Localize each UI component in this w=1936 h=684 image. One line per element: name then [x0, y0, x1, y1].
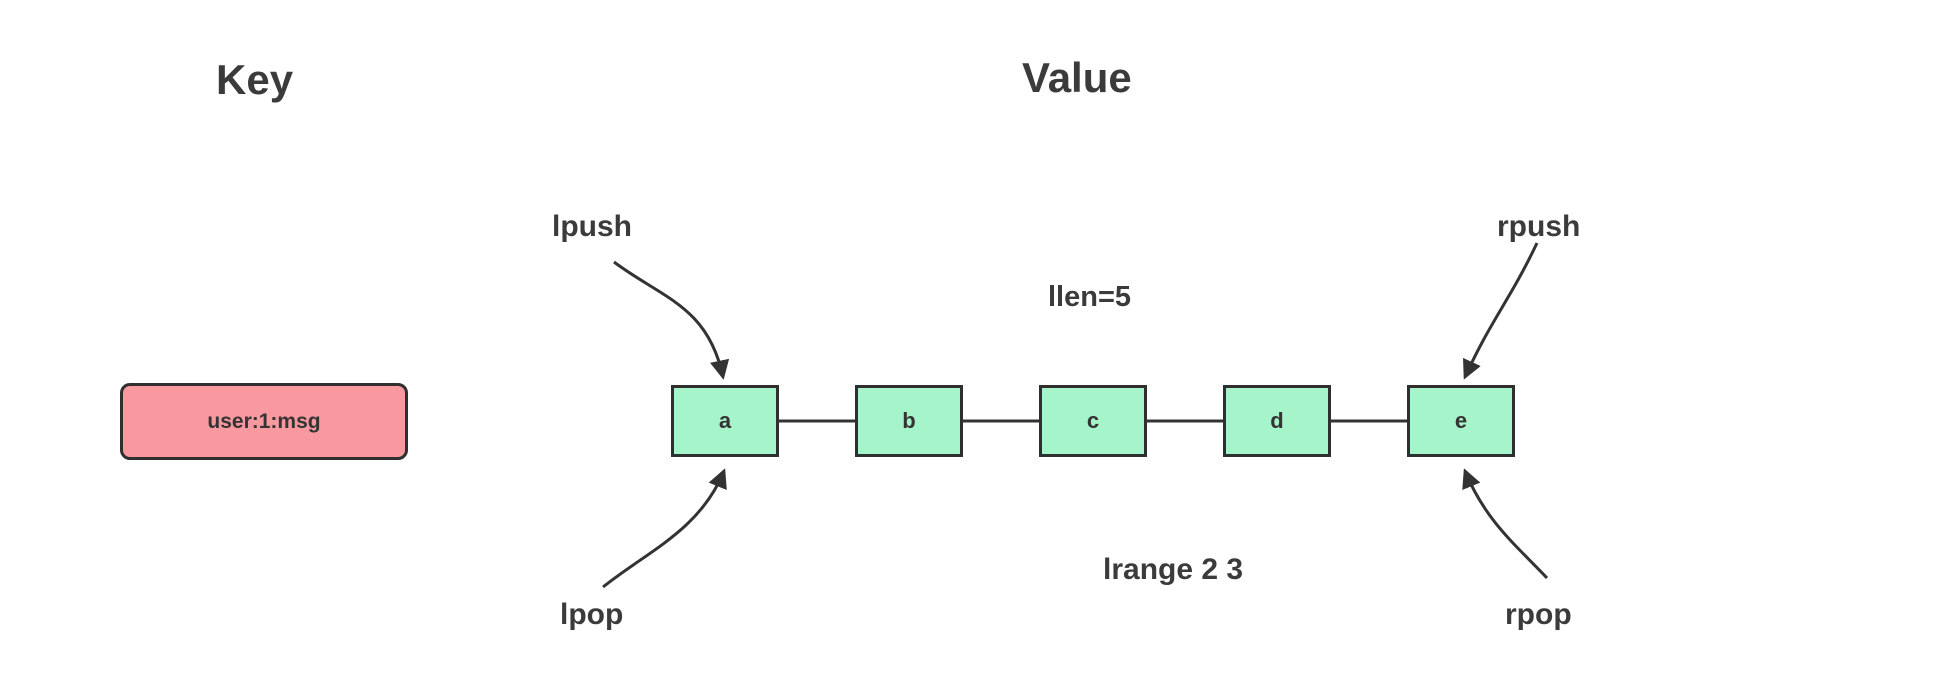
list-node-c-label: c — [1086, 408, 1100, 433]
list-node-b: b — [855, 385, 963, 457]
list-node-d: d — [1223, 385, 1331, 457]
list-node-a-label: a — [718, 408, 732, 433]
lpop-label: lpop — [560, 598, 624, 631]
lpush-arrow — [613, 260, 730, 380]
list-node-a: a — [671, 385, 779, 457]
key-node-label: user:1:msg — [207, 409, 321, 433]
rpush-arrow — [1463, 242, 1539, 380]
list-node-b-label: b — [902, 408, 916, 433]
key-node: user:1:msg — [120, 383, 408, 460]
rpush-label: rpush — [1497, 210, 1581, 243]
lpush-label: lpush — [552, 210, 632, 243]
rpop-arrow — [1462, 468, 1549, 580]
lrange-annotation: lrange 2 3 — [1103, 553, 1244, 586]
key-column-header: Key — [216, 56, 294, 103]
value-column-header: Value — [1022, 54, 1132, 101]
list-node-d-label: d — [1270, 408, 1284, 433]
list-node-c: c — [1039, 385, 1147, 457]
list-node-e: e — [1407, 385, 1515, 457]
list-node-e-label: e — [1454, 408, 1468, 433]
llen-annotation: llen=5 — [1048, 281, 1132, 313]
rpop-label: rpop — [1505, 598, 1572, 631]
lpop-arrow — [602, 468, 727, 589]
